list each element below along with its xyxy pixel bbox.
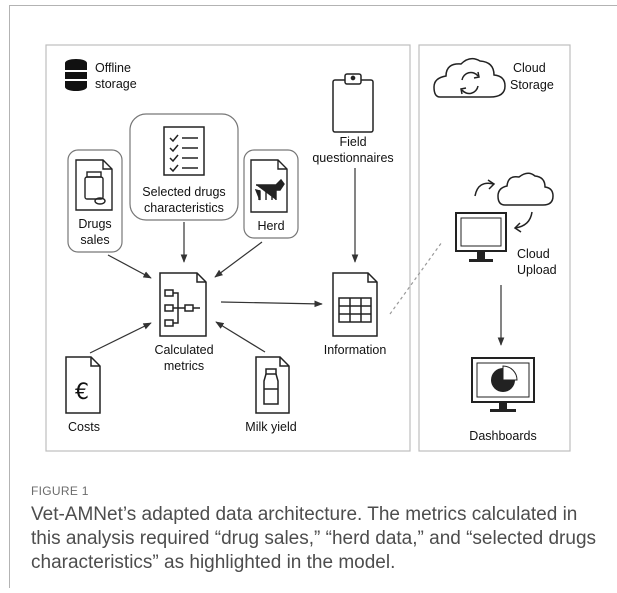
drugs-sales-label: Drugs: [78, 217, 111, 231]
architecture-diagram: Offline storage Cloud Storage Selected d…: [45, 44, 571, 452]
dashboards-label: Dashboards: [469, 429, 536, 443]
dashboard-monitor-icon: [471, 357, 535, 412]
arrow-herd-to-metrics: [214, 241, 263, 278]
cow-icon: [250, 159, 288, 213]
drug-bottle-icon: [75, 159, 113, 211]
calculated-metrics-label: Calculated: [154, 343, 213, 357]
calculated-metrics-label-2: metrics: [164, 359, 204, 373]
selected-drugs-box: [129, 113, 239, 221]
euro-document-icon: [65, 356, 101, 414]
cloud-upload-label-2: Upload: [517, 263, 557, 277]
dashed-link-information-to-cloud: [389, 241, 443, 315]
top-border: [9, 5, 617, 6]
drugs-sales-label-2: sales: [80, 233, 109, 247]
offline-label: Offline: [95, 61, 131, 75]
checklist-icon: [163, 126, 205, 176]
spreadsheet-document-icon: [332, 272, 378, 337]
information-label: Information: [324, 343, 387, 357]
offline-label-2: storage: [95, 77, 137, 91]
arrow-costs-to-metrics: [89, 322, 152, 354]
selected-drugs-label-2: characteristics: [144, 201, 224, 215]
figure-caption: Vet-AMNet’s adapted data architecture. T…: [31, 504, 597, 573]
cloud-upload-label: Cloud: [517, 247, 550, 261]
arrow-sales-to-metrics: [107, 254, 152, 279]
computer-monitor-icon: [455, 212, 507, 262]
field-label: Field: [339, 135, 366, 149]
clipboard-icon: [332, 73, 374, 133]
flowchart-document-icon: [159, 272, 207, 337]
herd-label: Herd: [257, 219, 284, 233]
selected-drugs-label: Selected drugs: [142, 185, 225, 199]
euro-icon: €: [75, 380, 89, 405]
milk-bottle-icon: [255, 356, 290, 414]
cloud-sync-icon: [433, 57, 506, 98]
arrow-milk-to-metrics: [215, 321, 266, 353]
figure-label: FIGURE 1: [31, 484, 89, 498]
cloud-storage-label-2: Storage: [510, 78, 554, 92]
database-icon: [65, 59, 87, 91]
left-border: [9, 5, 10, 588]
field-label-2: questionnaires: [312, 151, 393, 165]
milk-yield-label: Milk yield: [245, 420, 296, 434]
arrow-metrics-to-information: [220, 300, 323, 308]
cloud-storage-label: Cloud: [513, 61, 546, 75]
costs-label: Costs: [68, 420, 100, 434]
cloud-upload-icon: [474, 172, 554, 233]
